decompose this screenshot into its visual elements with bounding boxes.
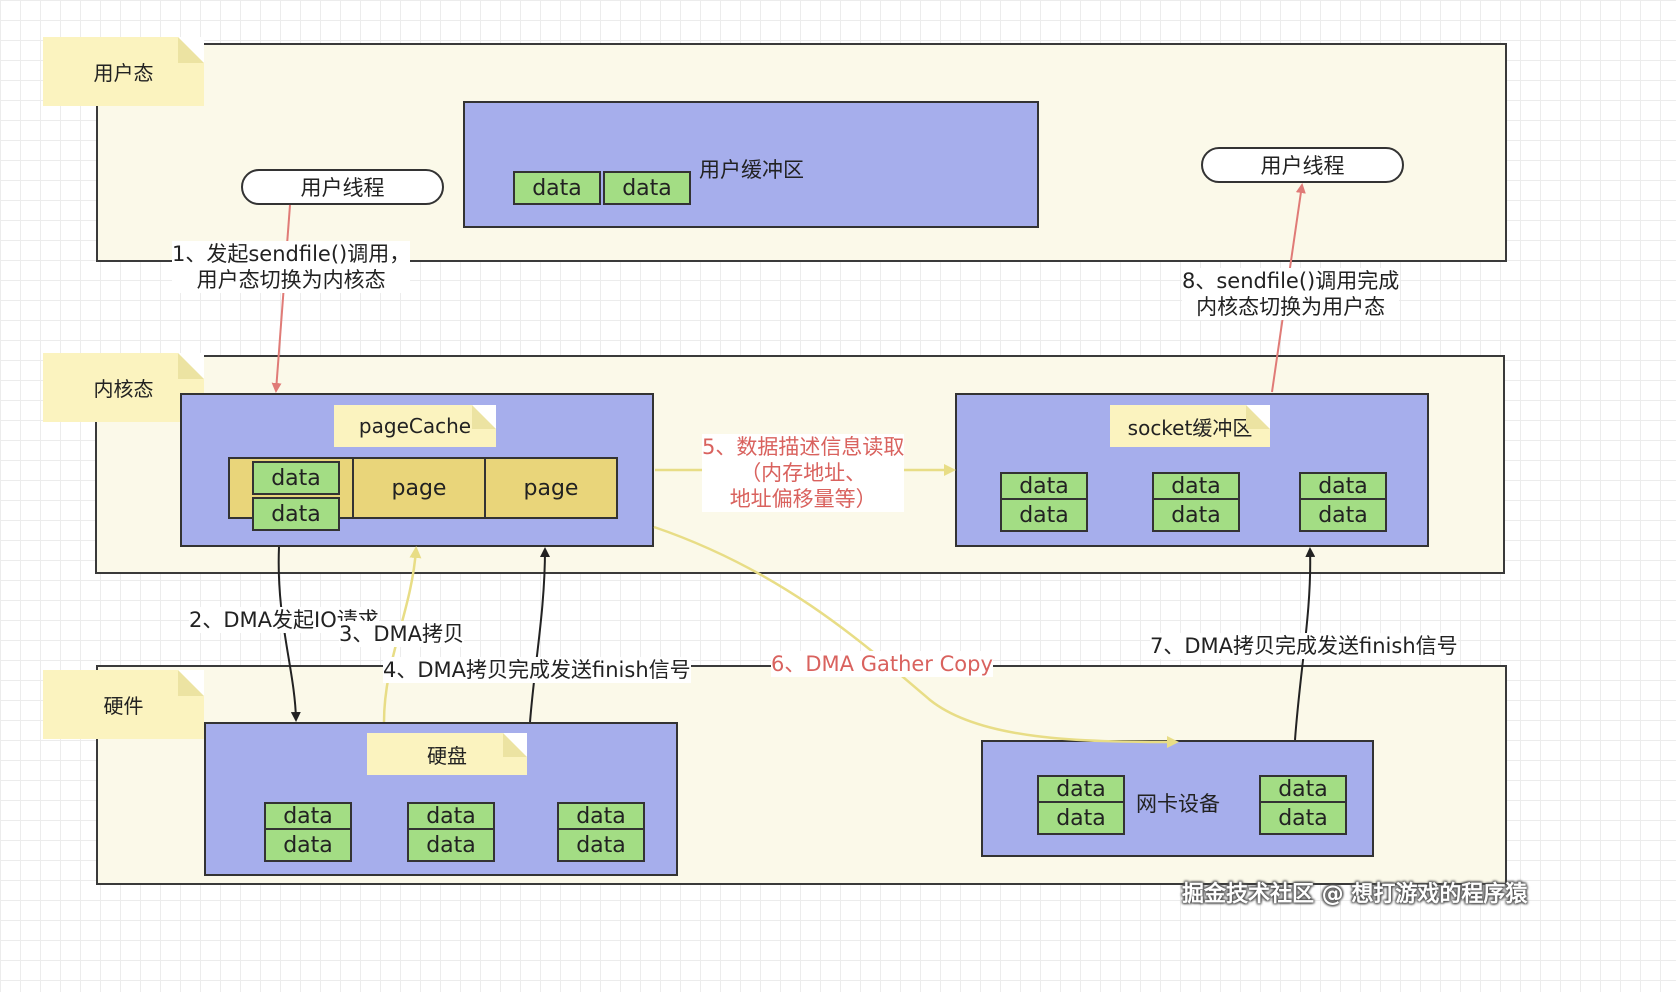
pagecache-page: page — [484, 457, 618, 519]
user-thread-left: 用户线程 — [241, 169, 444, 205]
user-buffer-cell: data — [603, 171, 691, 205]
nic-title: 网卡设备 — [1136, 792, 1220, 816]
disk-data-cell: data — [264, 802, 352, 830]
note-fold-icon — [1246, 405, 1270, 429]
hardware-label: 硬件 — [103, 694, 144, 718]
disk-note: 硬盘 — [367, 733, 527, 775]
socket-buffer-title: socket缓冲区 — [1127, 415, 1253, 440]
disk-title: 硬盘 — [427, 743, 467, 768]
step-1-line2: 用户态切换为内核态 — [196, 268, 386, 292]
watermark: 掘金技术社区 @ 想打游戏的程序猿 — [1182, 882, 1528, 907]
arrow-step-1 — [271, 204, 291, 393]
nic-box: data data 网卡设备 data data — [981, 740, 1374, 857]
step-8-label: 8、sendfile()调用完成 内核态切换为用户态 — [1182, 268, 1400, 320]
disk-data-cell: data — [407, 802, 495, 830]
step-3-label: 3、DMA拷贝 — [339, 621, 465, 647]
pagecache-data-cell: data — [252, 461, 340, 495]
pagecache-note: pageCache — [334, 405, 496, 447]
disk-data-cell: data — [407, 828, 495, 862]
disk-data-cell: data — [557, 828, 645, 862]
arrow-step-4 — [529, 547, 550, 723]
pagecache-title: pageCache — [358, 414, 472, 438]
step-5-line3: 地址偏移量等） — [729, 487, 877, 511]
hardware-note: 硬件 — [43, 670, 204, 739]
note-fold-icon — [472, 405, 496, 429]
socket-data-cell: data — [1000, 472, 1088, 500]
note-fold-icon — [503, 733, 527, 757]
user-buffer-cell: data — [513, 171, 601, 205]
note-fold-icon — [178, 353, 204, 379]
user-thread-right: 用户线程 — [1201, 147, 1404, 183]
user-space-label: 用户态 — [93, 61, 154, 85]
user-buffer-box: data data 用户缓冲区 — [463, 101, 1039, 228]
pagecache-data-cell: data — [252, 497, 340, 531]
socket-data-cell: data — [1299, 498, 1387, 532]
user-buffer-title: 用户缓冲区 — [699, 158, 804, 182]
kernel-space-note: 内核态 — [43, 353, 204, 422]
step-5-line2: （内存地址、 — [740, 461, 867, 485]
step-1-label: 1、发起sendfile()调用， 用户态切换为内核态 — [172, 241, 411, 293]
pagecache-page: page — [352, 457, 486, 519]
socket-buffer-box: data data data data data data — [955, 393, 1429, 547]
arrow-step-6 — [653, 525, 1179, 748]
socket-buffer-note: socket缓冲区 — [1110, 405, 1270, 447]
disk-data-cell: data — [264, 828, 352, 862]
disk-data-cell: data — [557, 802, 645, 830]
kernel-space-label: 内核态 — [93, 377, 154, 401]
note-fold-icon — [178, 37, 204, 63]
arrow-step-2 — [277, 546, 301, 722]
step-1-line1: 1、发起sendfile()调用， — [172, 242, 411, 266]
step-5-label: 5、数据描述信息读取 （内存地址、 地址偏移量等） — [702, 434, 905, 512]
nic-data-cell: data — [1037, 801, 1125, 835]
note-fold-icon — [178, 670, 204, 696]
step-8-line1: 8、sendfile()调用完成 — [1182, 269, 1400, 293]
step-8-line2: 内核态切换为用户态 — [1196, 295, 1386, 319]
user-space-note: 用户态 — [43, 37, 204, 106]
socket-data-cell: data — [1152, 498, 1240, 532]
nic-data-cell: data — [1259, 775, 1347, 803]
step-7-label: 7、DMA拷贝完成发送finish信号 — [1150, 633, 1458, 659]
step-6-label: 6、DMA Gather Copy — [771, 651, 993, 677]
nic-data-cell: data — [1259, 801, 1347, 835]
step-5-line1: 5、数据描述信息读取 — [702, 435, 905, 459]
socket-data-cell: data — [1000, 498, 1088, 532]
step-4-label: 4、DMA拷贝完成发送finish信号 — [383, 657, 691, 683]
